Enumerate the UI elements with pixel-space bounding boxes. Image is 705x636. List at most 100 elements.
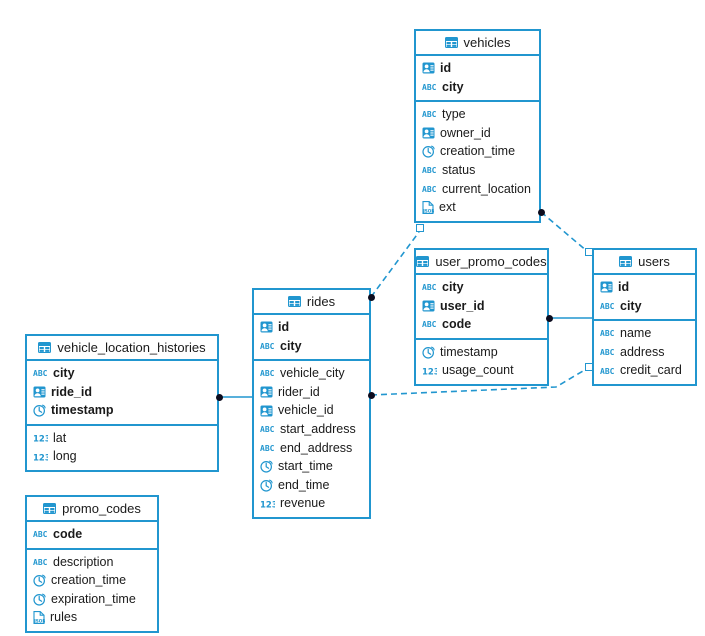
svg-text:ABC: ABC [33,530,48,539]
columns-section: timestamp 123 usage_count [416,340,547,384]
columns-section: 123 lat 123 long [27,426,217,470]
table-promo_codes[interactable]: promo_codes ABC code ABC description cre… [25,495,159,633]
column-row: ABC vehicle_city [254,364,369,383]
svg-text:ABC: ABC [422,185,437,194]
column-name: city [280,338,302,353]
column-name: current_location [442,181,531,196]
table-header-user_promo_codes[interactable]: user_promo_codes [416,250,547,275]
abc-text-icon: ABC [422,82,437,92]
column-name: description [53,554,114,569]
relationship-line-vehicles-users [540,211,589,253]
column-name: code [442,317,472,332]
table-rides[interactable]: rides id ABC city ABC vehicle_city rider… [252,288,371,519]
column-name: vehicle_city [280,366,345,381]
relationship-endpoint-dot-rides-vehicles [367,293,375,301]
svg-text:123: 123 [33,453,48,462]
svg-text:ABC: ABC [422,83,437,92]
relationship-endpoint-square-rides-users [585,363,593,371]
table-header-vehicles[interactable]: vehicles [416,31,539,56]
column-name: id [618,280,630,295]
svg-text:ABC: ABC [33,558,48,567]
123-number-icon: 123 [33,452,48,462]
column-name: start_address [280,422,356,437]
column-name: code [53,527,83,542]
column-name: rules [50,610,78,625]
clock-icon [422,346,435,359]
column-name: user_id [440,298,485,313]
column-name: city [442,280,464,295]
svg-text:ABC: ABC [422,110,437,119]
table-header-vehicle_location_histories[interactable]: vehicle_location_histories [27,336,217,361]
abc-text-icon: ABC [422,184,437,194]
table-title: rides [306,294,336,309]
column-name: ext [439,200,456,215]
abc-text-icon: ABC [260,443,275,453]
column-name: city [53,366,75,381]
relationship-endpoint-square-rides-vehicles [416,224,424,232]
table-title: promo_codes [62,501,141,516]
abc-text-icon: ABC [422,319,437,329]
table-user_promo_codes[interactable]: user_promo_codes ABC city user_id ABC co… [414,248,549,386]
abc-text-icon: ABC [260,341,275,351]
column-row: ABC current_location [416,180,539,199]
column-name: rider_id [278,384,320,399]
column-row: vehicle_id [254,401,369,420]
column-row: creation_time [27,571,157,590]
columns-section: ABC type owner_id creation_time ABC stat… [416,102,539,221]
column-row: ABC city [594,297,695,316]
table-header-users[interactable]: users [594,250,695,275]
abc-text-icon: ABC [600,366,615,376]
svg-text:JSON: JSON [33,619,45,624]
id-card-key-icon [260,321,273,333]
column-row: 123 usage_count [416,361,547,380]
primary-key-section: ABC code [27,522,157,550]
primary-key-section: ABC city user_id ABC code [416,275,547,340]
column-name: end_time [278,477,330,492]
svg-text:123: 123 [422,367,437,376]
column-row: owner_id [416,124,539,143]
column-row: ABC type [416,105,539,124]
column-name: id [440,61,452,76]
column-name: address [620,344,665,359]
column-name: city [620,298,642,313]
column-row: end_time [254,476,369,495]
table-grid-icon [38,342,52,353]
column-name: type [442,107,466,122]
table-title: user_promo_codes [435,254,547,269]
json-document-icon: JSON [422,201,434,214]
column-row: ABC start_address [254,420,369,439]
table-grid-icon [619,256,633,267]
table-vehicles[interactable]: vehicles id ABC city ABC type owner_id c… [414,29,541,223]
column-row: timestamp [27,401,217,420]
columns-section: ABC description creation_time expiration… [27,550,157,631]
abc-text-icon: ABC [422,109,437,119]
clock-icon [33,404,46,417]
abc-text-icon: ABC [33,529,48,539]
svg-text:ABC: ABC [260,369,275,378]
abc-text-icon: ABC [33,368,48,378]
clock-icon [33,574,46,587]
column-name: expiration_time [51,591,136,606]
column-name: creation_time [440,144,516,159]
table-vehicle_location_histories[interactable]: vehicle_location_histories ABC city ride… [25,334,219,472]
json-document-icon: JSON [33,611,45,625]
columns-section: ABC name ABC address ABC credit_card [594,321,695,384]
column-name: name [620,326,652,341]
abc-text-icon: ABC [600,328,615,338]
svg-text:ABC: ABC [260,425,275,434]
table-users[interactable]: users id ABC city ABC name ABC address A… [592,248,697,386]
svg-text:ABC: ABC [260,342,275,351]
table-grid-icon [43,503,57,514]
column-row: ABC name [594,324,695,343]
svg-text:ABC: ABC [33,369,48,378]
abc-text-icon: ABC [260,368,275,378]
table-header-rides[interactable]: rides [254,290,369,315]
table-title: vehicle_location_histories [57,340,206,355]
column-name: city [442,79,464,94]
primary-key-section: id ABC city [594,275,695,322]
table-header-promo_codes[interactable]: promo_codes [27,497,157,522]
column-row: id [254,318,369,337]
column-row: JSON ext [416,198,539,217]
primary-key-section: ABC city ride_id timestamp [27,361,217,426]
